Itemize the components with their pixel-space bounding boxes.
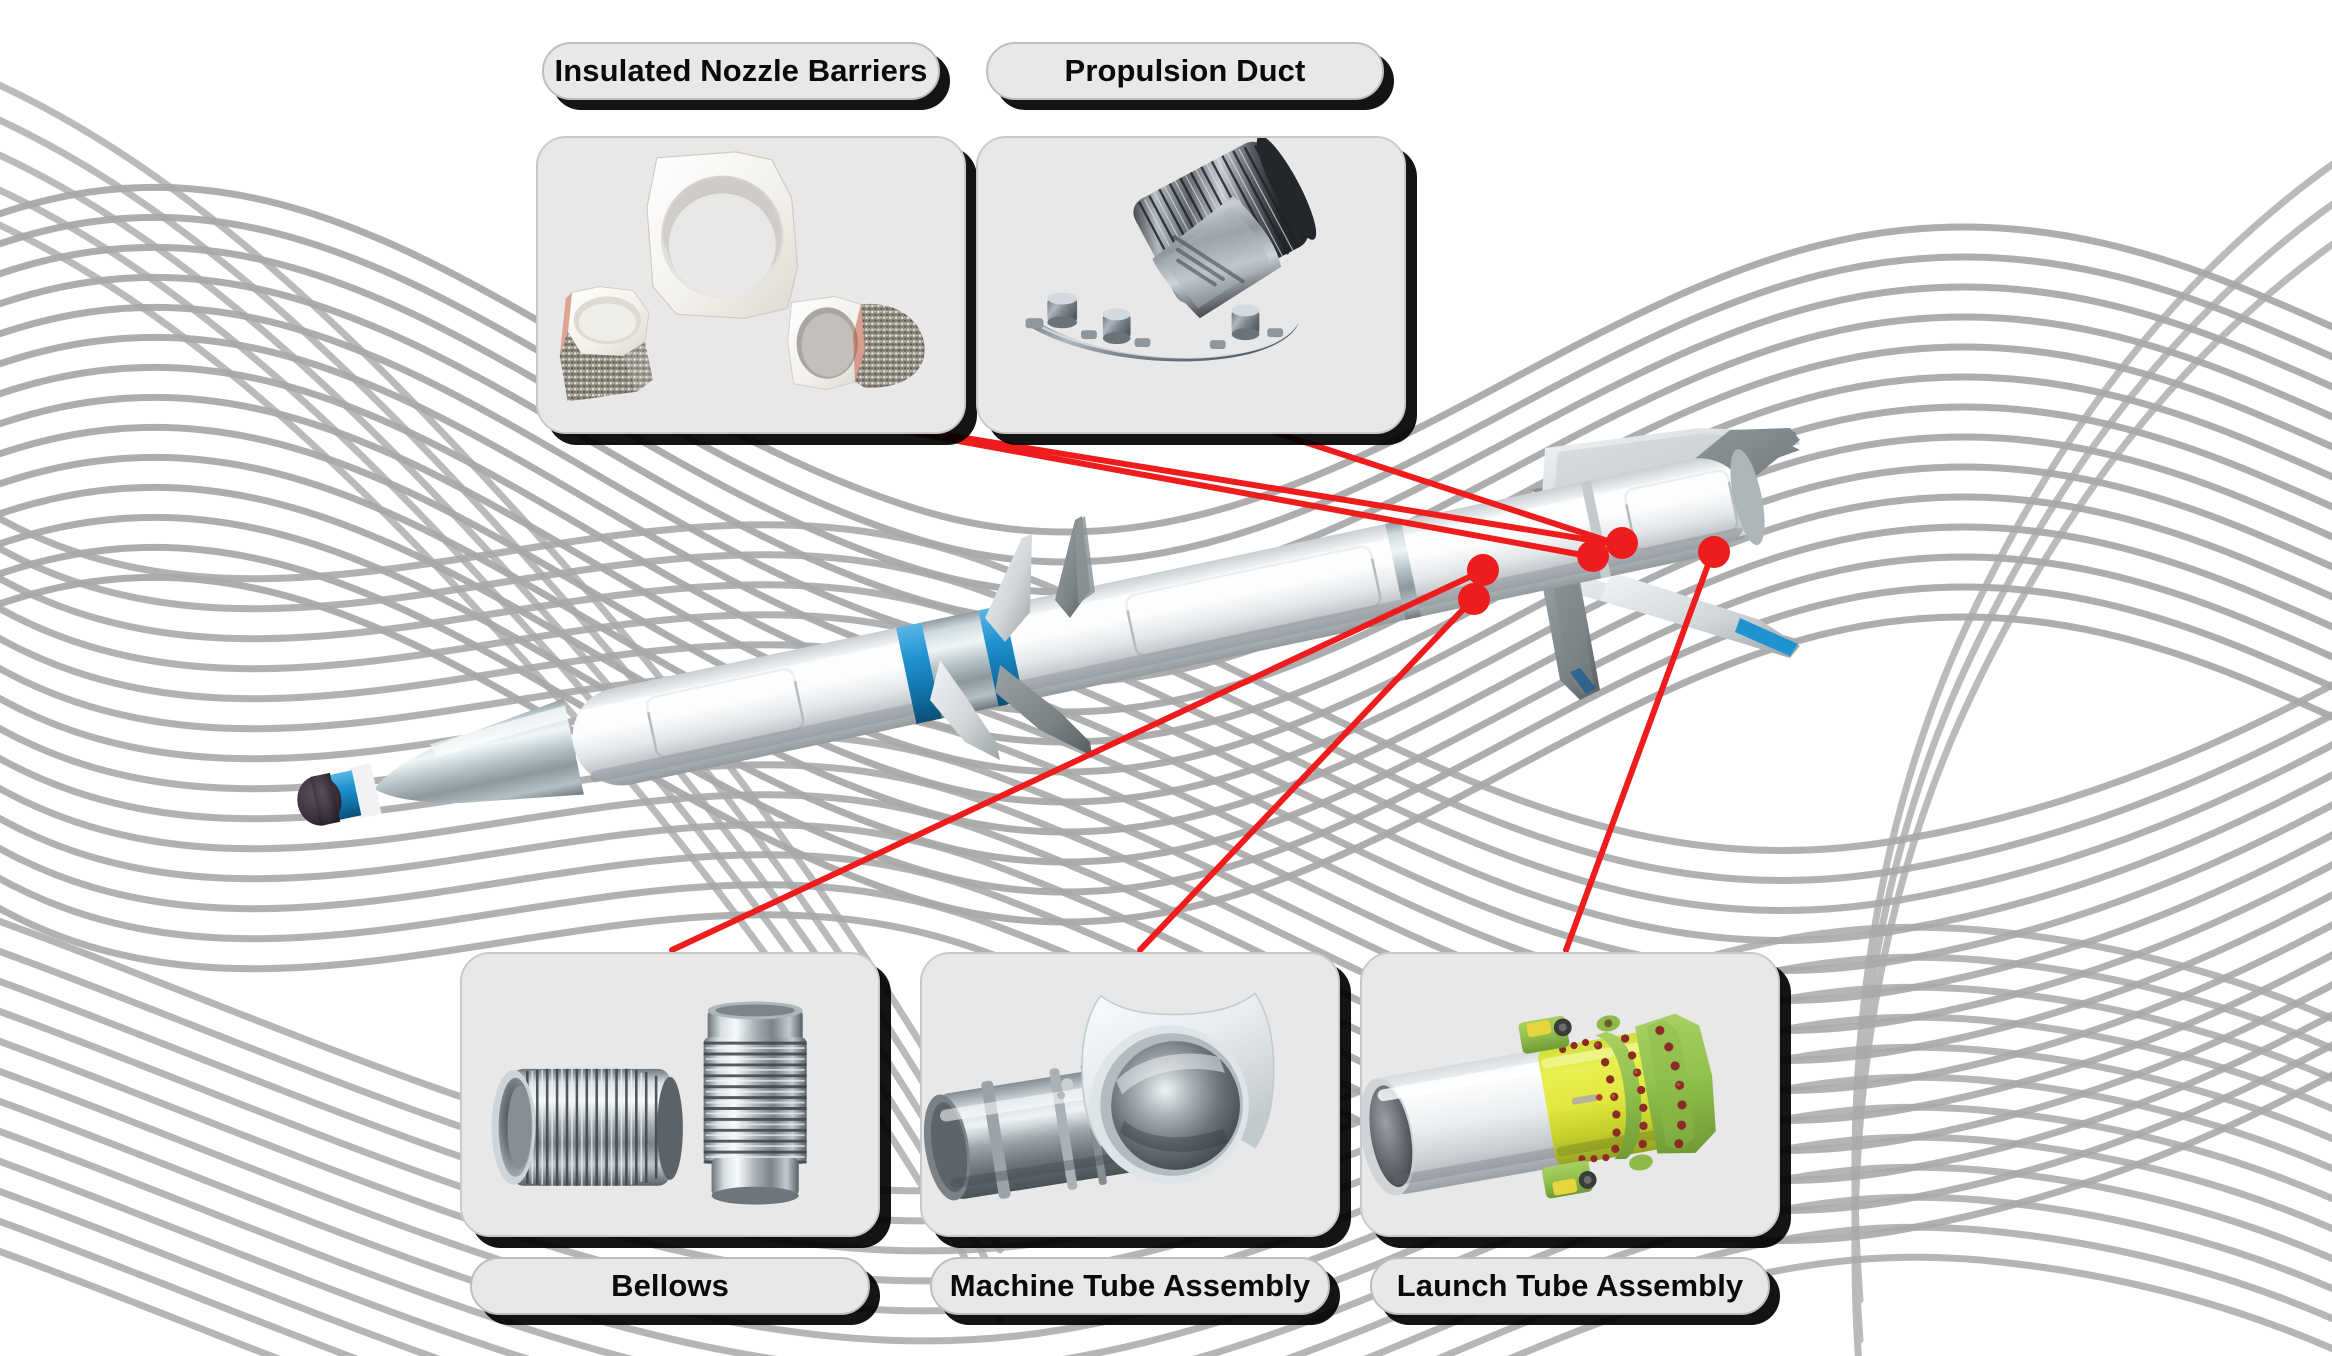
ceramic-octagon-ring — [646, 151, 799, 319]
duct-mount-bosses — [1047, 292, 1260, 345]
card-image-bellows — [460, 952, 880, 1237]
card-insulated-nozzle-barriers[interactable]: Insulated Nozzle Barriers — [536, 14, 972, 438]
bellows-artwork — [462, 954, 878, 1235]
bellows-vertical — [703, 1001, 807, 1205]
duct-cone — [1152, 195, 1282, 319]
card-title-propulsion-duct: Propulsion Duct — [986, 42, 1384, 100]
launch-tube-assembly-artwork — [1362, 954, 1778, 1235]
card-bellows[interactable]: Bellows — [460, 952, 890, 1322]
card-image-launch-tube-assembly — [1360, 952, 1780, 1237]
insulated-nozzle-barriers-artwork — [538, 138, 964, 432]
card-title-launch-tube-assembly: Launch Tube Assembly — [1370, 1257, 1770, 1315]
card-title-machine-tube-assembly: Machine Tube Assembly — [930, 1257, 1330, 1315]
machine-tube-bore — [1090, 1025, 1249, 1184]
launch-tube-yellow-section — [1538, 1030, 1675, 1166]
card-image-machine-tube-assembly — [920, 952, 1340, 1237]
launch-tube-probe — [1571, 1094, 1603, 1105]
launch-tube-top-lug — [1518, 1015, 1572, 1054]
bellows-horizontal — [491, 1068, 683, 1186]
card-machine-tube-assembly[interactable]: Machine Tube Assembly — [920, 952, 1350, 1322]
machine-tube-assembly-artwork — [922, 954, 1338, 1235]
duct-flange — [1025, 318, 1299, 362]
card-image-propulsion-duct — [976, 136, 1406, 434]
card-propulsion-duct[interactable]: Propulsion Duct — [976, 14, 1412, 438]
ceramic-cup-right — [787, 296, 925, 391]
propulsion-duct-artwork — [978, 138, 1404, 432]
card-title-insulated-nozzle-barriers: Insulated Nozzle Barriers — [542, 42, 940, 100]
launch-tube-fasteners — [1559, 1025, 1687, 1163]
card-image-insulated-nozzle-barriers — [536, 136, 966, 434]
card-title-bellows: Bellows — [470, 1257, 870, 1315]
ceramic-cup-left — [559, 286, 653, 402]
card-launch-tube-assembly[interactable]: Launch Tube Assembly — [1360, 952, 1790, 1322]
launch-tube-bottom-lug — [1542, 1160, 1597, 1199]
